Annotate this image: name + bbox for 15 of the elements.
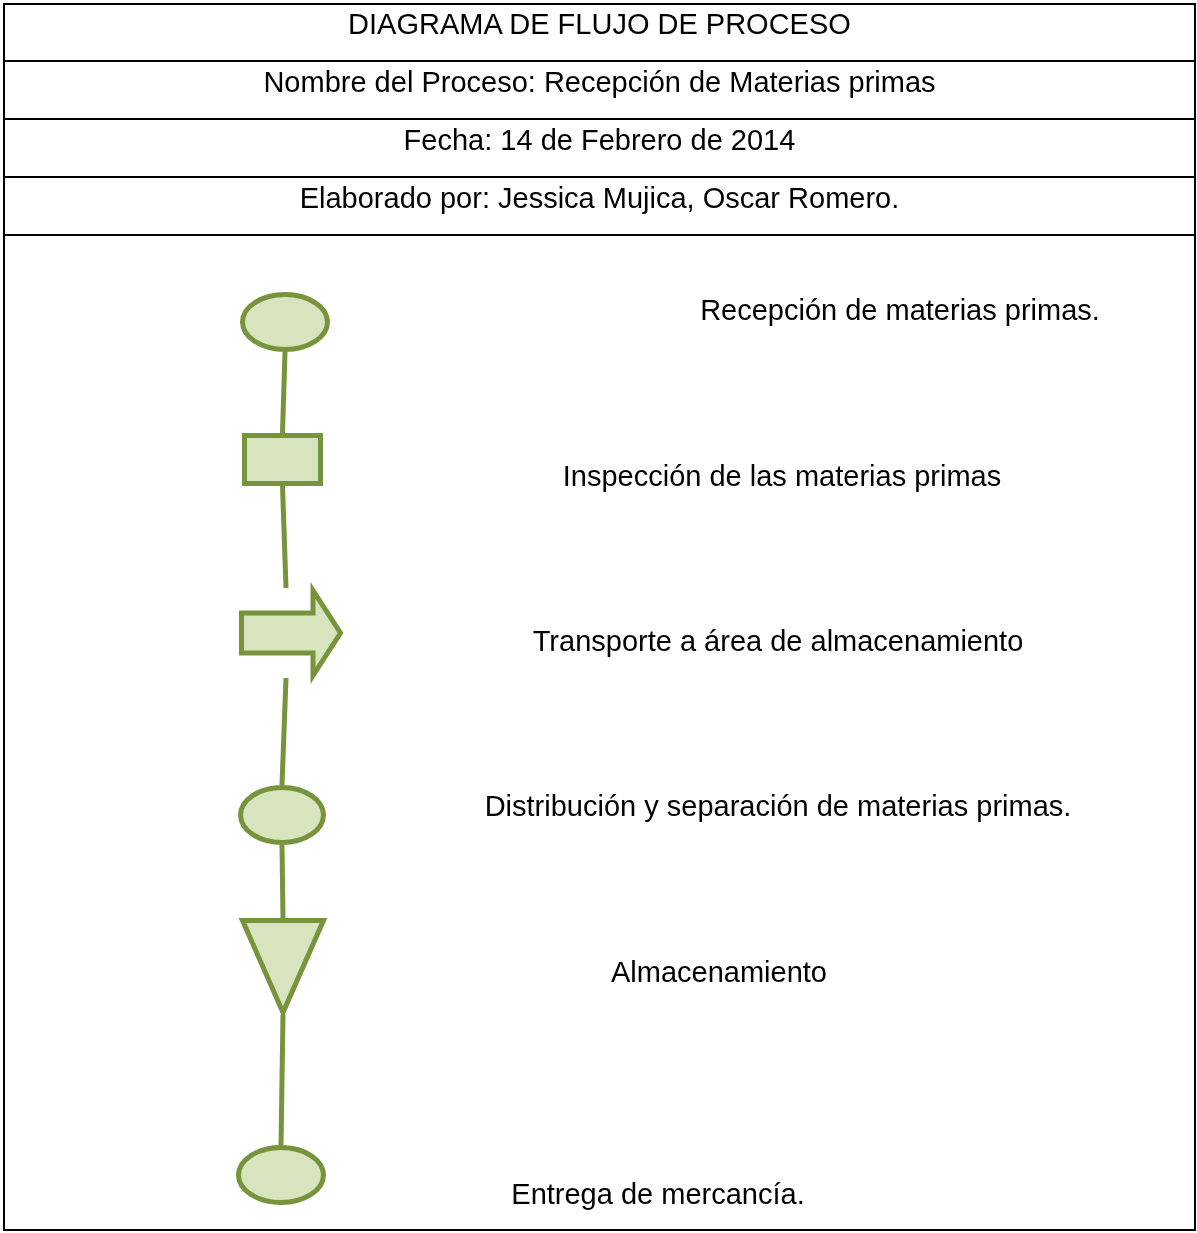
title: DIAGRAMA DE FLUJO DE PROCESO xyxy=(347,10,852,39)
connector-line xyxy=(279,844,286,919)
connector-line xyxy=(279,677,289,786)
step-description: Distribución y separación de materias primas. xyxy=(484,789,1072,823)
step-description: Almacenamiento xyxy=(611,955,827,989)
step-description: Recepción de materias primas. xyxy=(700,293,1100,327)
header-text: Fecha: 14 de Febrero de 2014 xyxy=(402,126,797,155)
step-description: Transporte a área de almacenamiento xyxy=(532,624,1024,658)
header-text: Nombre del Proceso: Recepción de Materias primas xyxy=(262,68,937,97)
connector-line xyxy=(280,351,288,434)
step-description: Entrega de mercancía. xyxy=(511,1177,805,1211)
connector-line xyxy=(280,485,289,589)
header-text: Elaborado por: Jessica Mujica, Oscar Romero. xyxy=(298,184,901,213)
connector-line xyxy=(278,1014,286,1146)
step-description: Inspección de las materias primas xyxy=(562,459,1002,493)
